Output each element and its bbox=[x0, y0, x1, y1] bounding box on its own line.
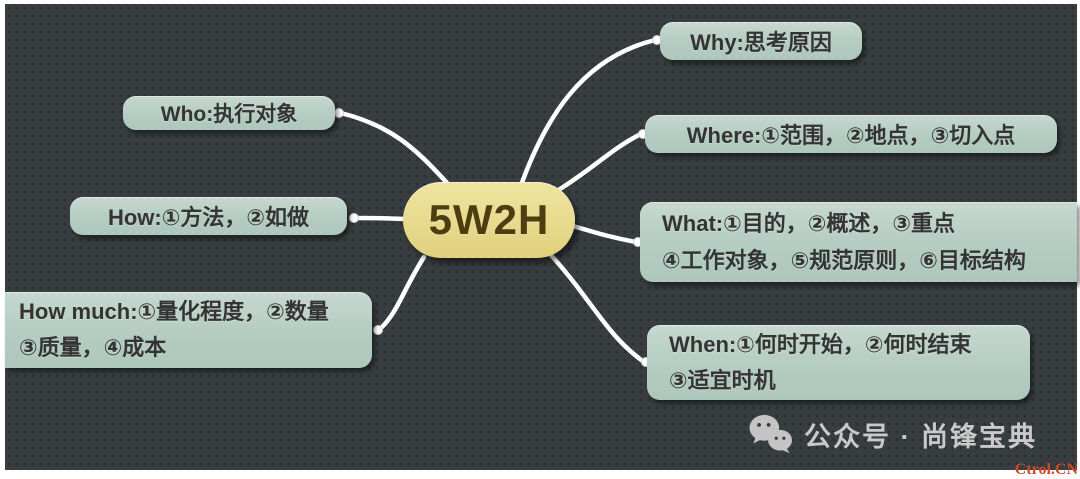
connector-when bbox=[547, 251, 647, 365]
center-label: 5W2H bbox=[428, 196, 550, 243]
connector-tip-how-much bbox=[373, 325, 383, 335]
wechat-icon bbox=[749, 414, 792, 454]
node-what-line2: ④工作对象，⑤规范原则，⑥目标结构 bbox=[662, 248, 1026, 273]
node-what[interactable]: What:①目的，②概述，③重点 ④工作对象，⑤规范原则，⑥目标结构 bbox=[640, 202, 1077, 282]
wechat-brand-label: 公众号 · 尚锋宝典 bbox=[804, 421, 1037, 452]
node-when[interactable]: When:①何时开始，②何时结束 ③适宜时机 bbox=[647, 325, 1030, 400]
node-how-much-line2: ③质量，④成本 bbox=[19, 335, 167, 360]
node-how-much-line1: How much:①量化程度，②数量 bbox=[19, 299, 329, 324]
node-when-line1: When:①何时开始，②何时结束 bbox=[669, 331, 972, 357]
connector-how-much bbox=[377, 254, 427, 332]
node-what-line1: What:①目的，②概述，③重点 bbox=[662, 211, 955, 236]
node-who[interactable]: Who:执行对象 bbox=[123, 96, 335, 130]
connector-why bbox=[517, 37, 658, 191]
connector-tip-how bbox=[349, 213, 359, 223]
node-where-label: Where:①范围，②地点，③切入点 bbox=[686, 123, 1016, 148]
node-how-much[interactable]: How much:①量化程度，②数量 ③质量，④成本 bbox=[5, 292, 372, 368]
node-why-label: Why:思考原因 bbox=[690, 30, 832, 55]
node-who-label: Who:执行对象 bbox=[160, 103, 298, 126]
node-where[interactable]: Where:①范围，②地点，③切入点 bbox=[645, 115, 1057, 153]
connector-who bbox=[338, 110, 451, 187]
node-how-label: How:①方法，②如做 bbox=[107, 205, 310, 230]
connector-tip-who bbox=[334, 108, 344, 118]
connector-where bbox=[549, 131, 644, 197]
watermark-text: Ctrol.CN bbox=[1014, 461, 1078, 478]
connector-how bbox=[353, 215, 407, 222]
node-how[interactable]: How:①方法，②如做 bbox=[70, 197, 347, 235]
wechat-brand: 公众号 · 尚锋宝典 bbox=[748, 412, 1058, 456]
node-why[interactable]: Why:思考原因 bbox=[660, 22, 862, 60]
connector-what bbox=[570, 223, 639, 245]
node-center-5w2h[interactable]: 5W2H bbox=[403, 182, 575, 258]
node-when-line2: ③适宜时机 bbox=[669, 367, 776, 393]
